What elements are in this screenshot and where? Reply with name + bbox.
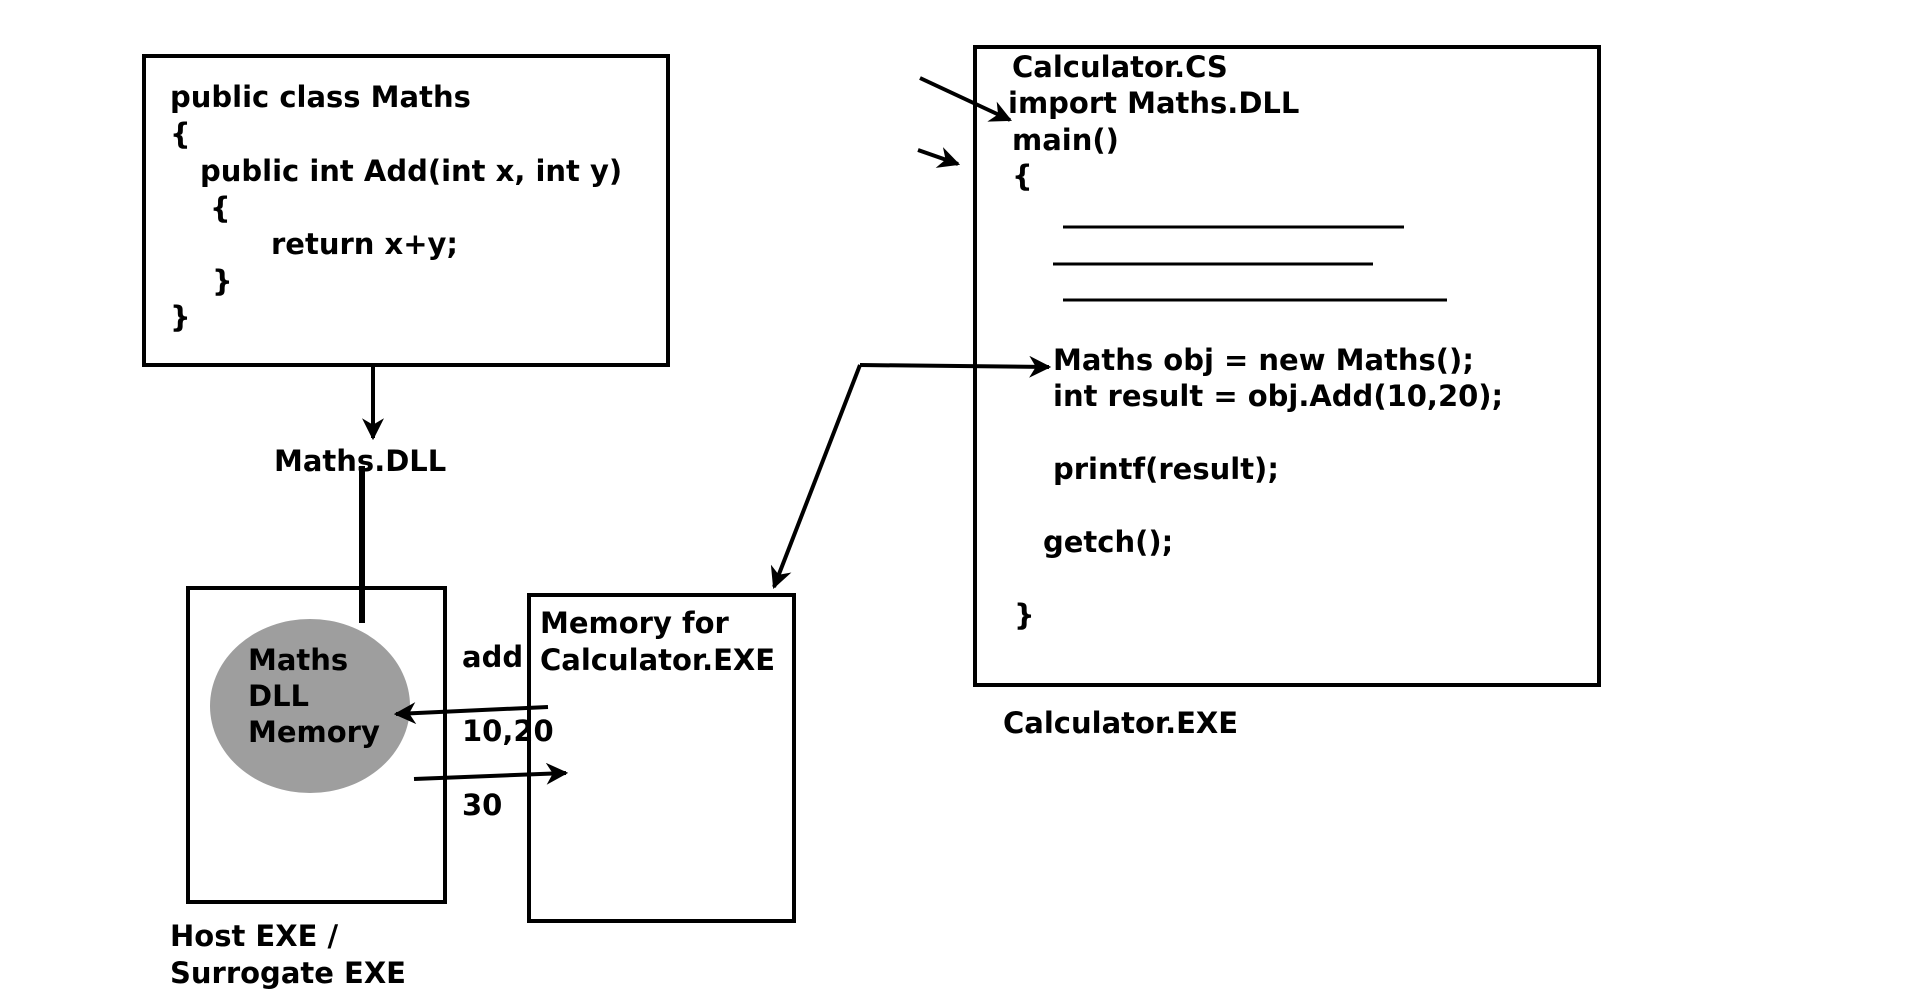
call-label-add: add [462, 640, 523, 674]
calculator-close-brace: } [1014, 598, 1035, 632]
calculator-import-line: import Maths.DLL [1008, 86, 1299, 120]
host-exe-box: Maths DLL Memory [186, 586, 447, 904]
calculator-exe-label: Calculator.EXE [1003, 706, 1238, 740]
maths-class-box-border [142, 54, 670, 367]
dll-memory-line-1: Maths [248, 643, 348, 677]
calculator-getch-line: getch(); [1043, 525, 1173, 559]
calculator-source-box: Calculator.CS import Maths.DLL main() { … [973, 45, 1601, 687]
memory-link-top-arrow [859, 355, 1052, 378]
calculator-memory-box-border [527, 593, 796, 923]
maths-code-line-2: { [170, 117, 191, 151]
import-pointer-arrow [919, 76, 1012, 122]
dll-memory-line-2: DLL [248, 679, 309, 713]
memory-link-down-arrow [770, 364, 862, 590]
call-arrow [393, 702, 549, 725]
calculator-memory-box: Memory for Calculator.EXE [527, 593, 796, 923]
calculator-memory-line-2: Calculator.EXE [540, 643, 775, 677]
calculator-main-line: main() [1012, 123, 1119, 157]
return-arrow [413, 762, 569, 785]
args-label: 10,20 [462, 714, 554, 748]
maths-code-line-1: public class Maths [170, 80, 471, 114]
host-exe-caption-line-2: Surrogate EXE [170, 956, 406, 990]
calculator-printf-line: printf(result); [1053, 452, 1279, 486]
calculator-add-call-line: int result = obj.Add(10,20); [1053, 379, 1503, 413]
maths-code-line-3: public int Add(int x, int y) [200, 154, 622, 188]
host-exe-caption-line-1: Host EXE / [170, 919, 338, 953]
maths-code-line-7: } [170, 300, 191, 334]
maths-code-line-6: } [212, 264, 233, 298]
maths-class-source-box: public class Maths { public int Add(int … [142, 54, 670, 367]
host-exe-box-border [186, 586, 447, 904]
calculator-source-title: Calculator.CS [1012, 50, 1228, 84]
main-pointer-arrow [917, 147, 961, 168]
dll-memory-line-3: Memory [248, 715, 380, 749]
maths-code-line-5: return x+y; [271, 227, 458, 261]
calculator-memory-line-1: Memory for [540, 606, 730, 640]
maths-code-line-4: { [210, 191, 231, 225]
calculator-open-brace: { [1012, 159, 1033, 193]
maths-dll-memory-ellipse [210, 619, 410, 793]
result-label: 30 [462, 788, 502, 822]
calculator-new-obj-line: Maths obj = new Maths(); [1053, 343, 1474, 377]
